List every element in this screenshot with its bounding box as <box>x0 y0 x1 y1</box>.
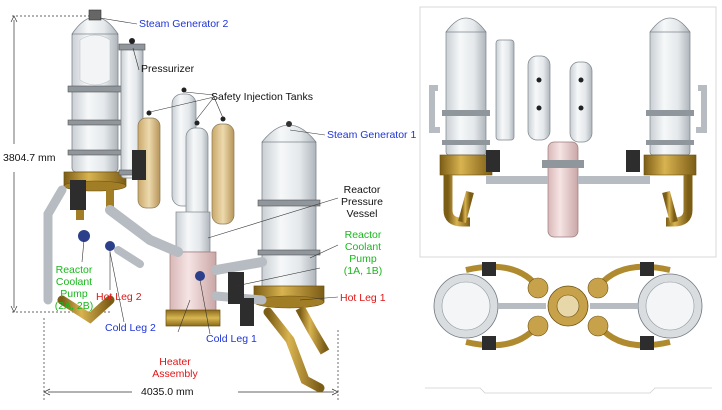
rpv-line-1: Reactor <box>343 184 381 196</box>
plan-view <box>425 262 712 394</box>
steam-generator-1-shape <box>253 121 330 355</box>
rcp2-line-4: (2A, 2B) <box>54 300 94 312</box>
label-reactor-coolant-pump-1: Reactor Coolant Pump (1A, 1B) <box>338 229 388 277</box>
rcp2-line-1: Reactor <box>55 264 93 276</box>
safety-injection-tanks-shape <box>137 87 235 225</box>
label-hot-leg-1: Hot Leg 1 <box>340 292 386 304</box>
rcp1-line-3: Pump <box>349 253 377 265</box>
label-steam-generator-2: Steam Generator 2 <box>139 18 229 30</box>
reactor-coolant-pumps-shape <box>70 150 254 326</box>
label-safety-injection-tanks: Safety Injection Tanks <box>211 91 313 103</box>
label-hot-leg-2: Hot Leg 2 <box>96 291 142 303</box>
rcp1-line-1: Reactor <box>344 229 382 241</box>
rpv-line-2: Pressure <box>340 196 383 208</box>
heater-line-1: Heater <box>159 356 191 368</box>
steam-generator-2-shape <box>63 9 127 220</box>
rpv-line-3: Vessel <box>346 208 378 220</box>
label-steam-generator-1: Steam Generator 1 <box>327 129 417 141</box>
rcp1-line-2: Coolant <box>344 241 382 253</box>
isometric-view <box>39 9 339 393</box>
piping-shape <box>39 185 325 393</box>
leader-lines <box>81 17 339 335</box>
label-heater-assembly: Heater Assembly <box>147 356 203 380</box>
rcp2-line-2: Coolant <box>55 276 93 288</box>
dimension-height: 3804.7 mm <box>3 152 56 164</box>
front-elevation-view <box>419 6 717 258</box>
rcp1-line-4: (1A, 1B) <box>343 265 383 277</box>
dimension-width: 4035.0 mm <box>141 386 194 398</box>
heater-line-2: Assembly <box>152 368 198 380</box>
label-cold-leg-1: Cold Leg 1 <box>206 333 257 345</box>
label-cold-leg-2: Cold Leg 2 <box>105 322 156 334</box>
label-pressurizer: Pressurizer <box>141 63 195 75</box>
rcp2-line-3: Pump <box>60 288 88 300</box>
label-reactor-pressure-vessel: Reactor Pressure Vessel <box>340 184 384 220</box>
label-reactor-coolant-pump-2: Reactor Coolant Pump (2A, 2B) <box>44 264 104 312</box>
